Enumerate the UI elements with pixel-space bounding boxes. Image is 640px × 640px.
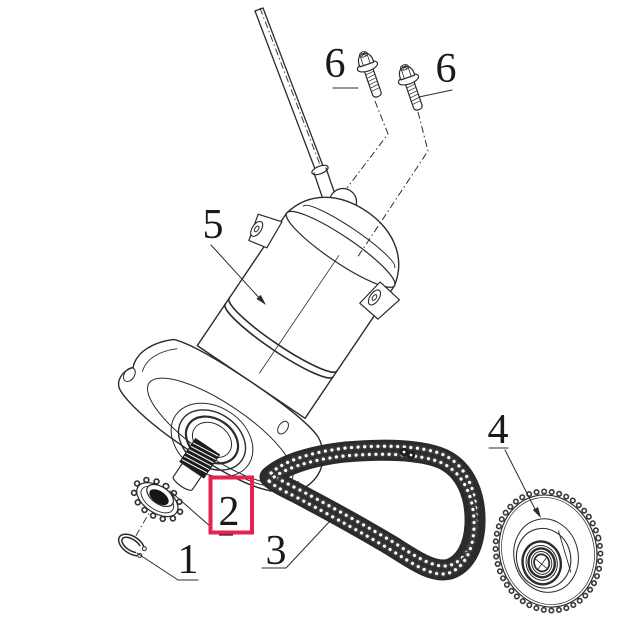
bearing-ring	[533, 553, 551, 573]
alignment-line-left	[346, 100, 389, 189]
bolt-hole-lower	[371, 294, 378, 301]
wheel-teeth	[494, 490, 602, 612]
master-link-pin	[402, 450, 406, 454]
snap-ring-lug	[141, 546, 147, 552]
cable-end	[254, 7, 264, 12]
cable-edge	[254, 10, 316, 170]
bolt-head-top	[358, 51, 368, 58]
leader-line-1	[136, 552, 199, 581]
snap-ring-outer	[117, 533, 146, 557]
body-seam	[227, 297, 338, 373]
bolt-head-cross	[360, 51, 367, 57]
wheel-bearing	[521, 540, 563, 586]
cable-edge	[262, 7, 324, 167]
explode-axis-line	[135, 511, 151, 537]
bearing-ring	[521, 540, 563, 586]
callout-label-3[interactable]: 3	[266, 528, 287, 574]
leader-line-3	[261, 520, 331, 569]
spline-line	[183, 455, 210, 470]
bolt-head-top	[399, 64, 409, 71]
mount-tab-lower	[359, 281, 401, 320]
flange-hole	[277, 420, 289, 435]
leader-line-6-right	[418, 89, 453, 98]
shaft-nose	[172, 462, 203, 491]
master-link-pin	[409, 453, 413, 457]
snap-ring	[117, 533, 147, 558]
leader-arrow-4	[532, 507, 541, 518]
output-shaft	[172, 437, 221, 491]
callout-label-2[interactable]: 2	[219, 489, 240, 535]
callouts: 5 6 6 1 2 3 4	[178, 41, 509, 583]
flange-hole	[123, 367, 136, 382]
wheel-rim-line	[501, 497, 595, 605]
body-seam	[224, 303, 334, 379]
callout-label-1[interactable]: 1	[178, 537, 199, 583]
leader-line-4	[504, 449, 538, 514]
bearing-ring	[531, 550, 553, 575]
flange-bolt-left	[356, 51, 382, 98]
bolt-threads	[365, 70, 380, 92]
highlight-box-part-2[interactable]	[208, 475, 254, 535]
drive-chain	[259, 439, 486, 581]
wheel-dish	[513, 518, 579, 593]
motor-assembly	[117, 196, 401, 558]
rear-cap-rim	[302, 204, 396, 269]
bearing-ring	[527, 547, 556, 579]
leader-line-2	[169, 490, 212, 528]
gear-housing	[117, 338, 324, 494]
snap-ring-inner	[121, 536, 142, 554]
flange-bolt-right	[397, 64, 423, 111]
bearing-ring	[525, 544, 558, 581]
spline-line	[188, 449, 214, 464]
spline-line	[190, 445, 217, 460]
chain-roller-row	[263, 450, 478, 578]
bolt-hole-upper	[253, 225, 260, 233]
drive-sprocket	[130, 476, 184, 523]
motor-body	[196, 196, 400, 420]
driven-sprocket	[492, 488, 604, 614]
chain-roller-holes	[266, 452, 476, 576]
bore-split-line	[535, 558, 548, 570]
bolt-head-cross	[401, 64, 408, 70]
callout-label-6-right[interactable]: 6	[436, 46, 457, 92]
sprocket-teeth	[132, 478, 183, 521]
hub-edge-line	[557, 530, 572, 573]
starter-cable	[254, 7, 343, 218]
wheel-hub	[515, 527, 572, 589]
rear-joint-ring	[285, 210, 396, 288]
bolt-threads	[406, 83, 421, 105]
mount-boss-upper	[250, 220, 264, 237]
body-centerline	[259, 255, 340, 374]
housing-contour	[142, 348, 178, 372]
callout-label-4[interactable]: 4	[488, 407, 509, 453]
bore-split-line	[536, 557, 547, 571]
callout-label-5[interactable]: 5	[203, 202, 224, 248]
sprocket-bore	[149, 489, 169, 506]
cable-joint-band	[311, 164, 329, 176]
leader-line-5	[210, 244, 263, 302]
spline-line	[192, 442, 219, 457]
callout-label-6-left[interactable]: 6	[325, 41, 346, 87]
leader-arrow-5	[256, 294, 266, 305]
cable-centerline	[259, 7, 323, 171]
alignment-line-right	[356, 111, 429, 259]
spline-line	[186, 452, 212, 467]
spline-line	[181, 459, 208, 474]
mount-boss-lower	[367, 289, 382, 306]
